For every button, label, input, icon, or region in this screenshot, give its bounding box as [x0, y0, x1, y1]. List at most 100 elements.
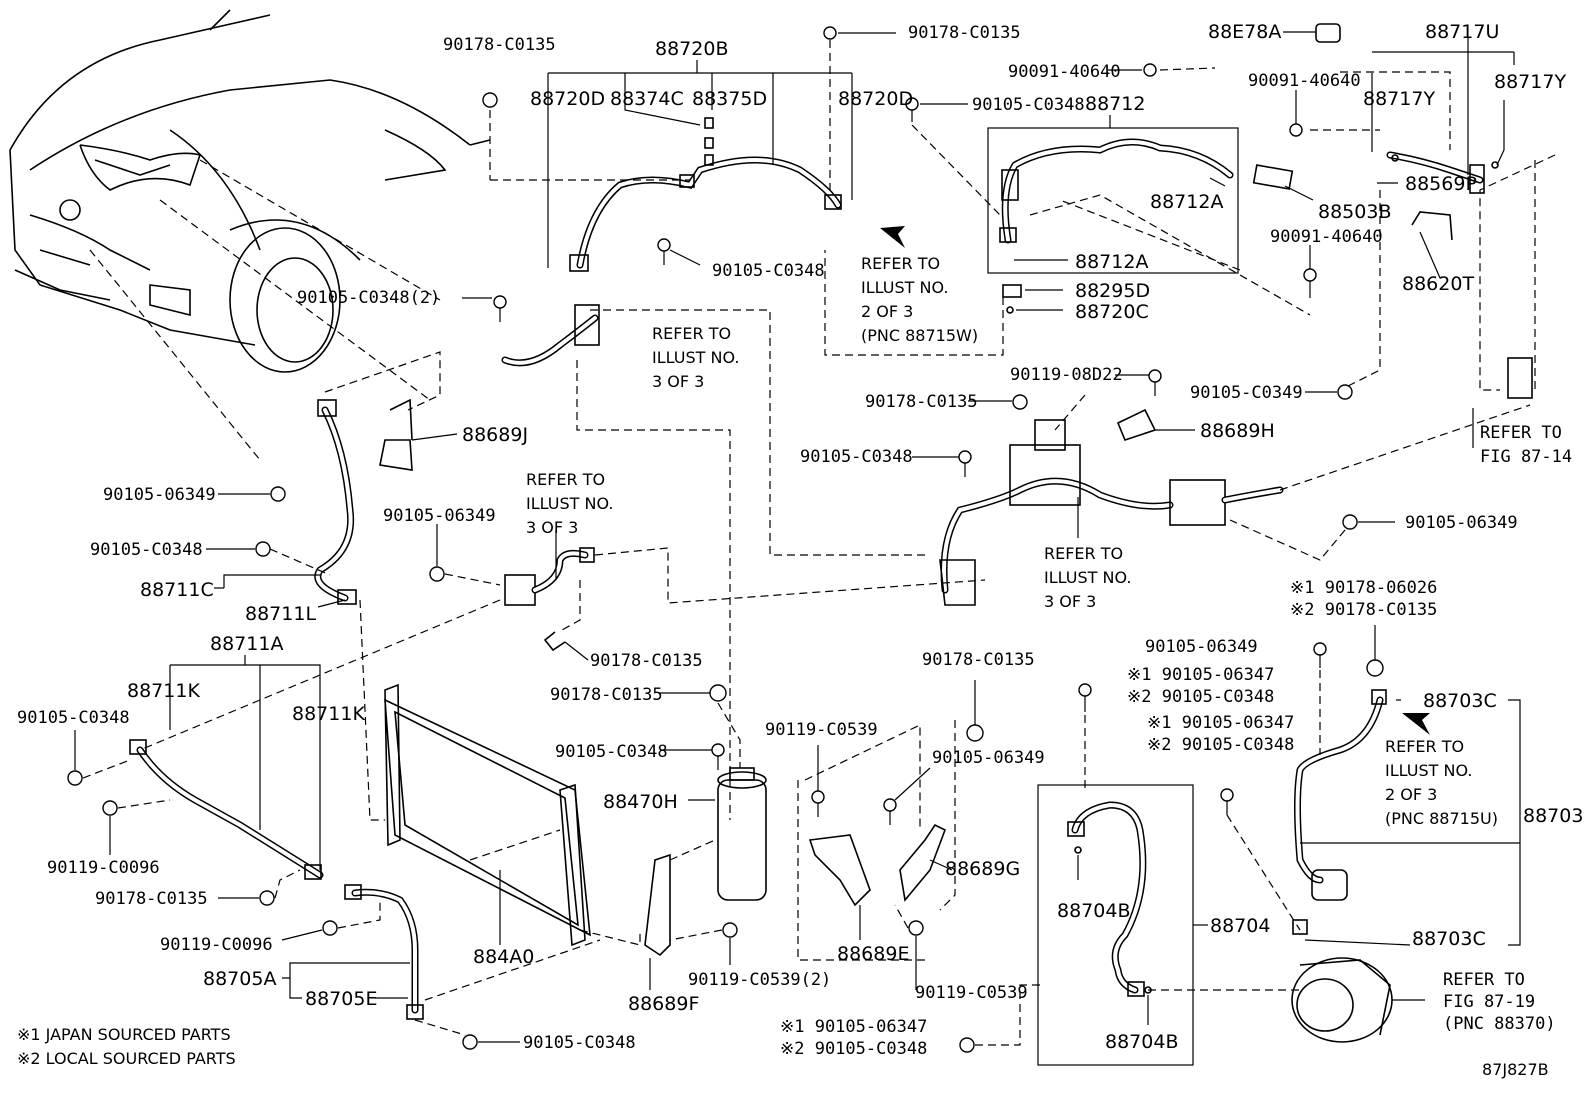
label-88705A: 88705A	[203, 968, 276, 990]
reference-note: REFER TO ILLUST NO. 3 OF 3	[1044, 544, 1131, 611]
label-88705E: 88705E	[305, 988, 377, 1010]
label-90105-C0348: 90105-C0348	[972, 95, 1085, 115]
label-90178-C0135: 90178-C0135	[550, 685, 663, 705]
svg-text:(PNC 88715U): (PNC 88715U)	[1385, 809, 1498, 828]
bolt-icon	[1078, 683, 1092, 712]
label-90105-06349: 90105-06349	[932, 748, 1045, 768]
bolt-icon	[711, 743, 725, 770]
label-884A0: 884A0	[473, 946, 534, 968]
hose-88712	[999, 138, 1234, 244]
label-90119-C0539-2: 90119-C0539(2)	[688, 970, 831, 990]
label-90178-C0135: 90178-C0135	[922, 650, 1035, 670]
label-88689H: 88689H	[1200, 420, 1275, 442]
label-90119-C0539: 90119-C0539	[765, 720, 878, 740]
label-90105-C0348-local: ※2 90105-C0348	[1147, 735, 1294, 755]
label-88720C: 88720C	[1075, 301, 1149, 323]
label-90105-C0348-2: 90105-C0348(2)	[297, 288, 440, 308]
bolt-icon	[462, 1034, 478, 1050]
label-88689F: 88689F	[628, 993, 699, 1015]
label-90178-C0135: 90178-C0135	[908, 23, 1021, 43]
assembly-box-88712	[987, 127, 1239, 274]
label-88470H: 88470H	[603, 791, 678, 813]
label-88374C: 88374C	[610, 88, 684, 110]
label-90178-06026-japan: ※1 90178-06026	[1290, 578, 1437, 598]
label-90105-06349: 90105-06349	[383, 506, 496, 526]
bolt-icon	[1342, 514, 1358, 530]
svg-text:FIG 87-14: FIG 87-14	[1480, 447, 1572, 467]
svg-text:ILLUST NO.: ILLUST NO.	[1385, 761, 1472, 780]
label-90105-C0348: 90105-C0348	[800, 447, 913, 467]
label-88720D: 88720D	[530, 88, 605, 110]
clamp-88295D	[1002, 284, 1022, 298]
reference-note: REFER TO FIG 87-19 (PNC 88370)	[1443, 970, 1556, 1034]
label-88503B: 88503B	[1318, 201, 1391, 223]
label-90105-C0348: 90105-C0348	[712, 261, 825, 281]
bolt-icon	[482, 92, 498, 108]
label-90105-C0348: 90105-C0348	[555, 742, 668, 762]
bolt-icon	[67, 770, 83, 786]
clip-icon	[543, 631, 566, 652]
label-90105-C0348-local: ※2 90105-C0348	[780, 1039, 927, 1059]
valve-assembly-center	[939, 419, 1284, 606]
svg-text:2 OF 3: 2 OF 3	[1385, 785, 1437, 804]
bracket-88689F	[644, 853, 671, 957]
cover-88503B	[1252, 164, 1294, 190]
label-90119-08D22: 90119-08D22	[1010, 365, 1123, 385]
pipe-88705A	[344, 884, 424, 1020]
svg-text:REFER TO: REFER TO	[1044, 544, 1123, 563]
vehicle-front-illustration	[9, 9, 491, 461]
label-90105-C0349: 90105-C0349	[1190, 383, 1303, 403]
svg-text:2 OF 3: 2 OF 3	[861, 302, 913, 321]
o-ring-88720C	[1006, 306, 1014, 314]
label-88704B: 88704B	[1057, 900, 1130, 922]
label-88704: 88704	[1210, 915, 1270, 937]
label-88720B: 88720B	[655, 38, 728, 60]
label-90119-C0539: 90119-C0539	[915, 983, 1028, 1003]
label-90119-C0096: 90119-C0096	[47, 858, 160, 878]
label-90178-C0135-local: ※2 90178-C0135	[1290, 600, 1437, 620]
label-90091-40640: 90091-40640	[1008, 62, 1121, 82]
hose-88703	[1292, 689, 1387, 935]
figure-code: 87J827B	[1482, 1060, 1549, 1079]
pipe-88717U	[1386, 151, 1485, 194]
footnote-local-sourced: ※2 LOCAL SOURCED PARTS	[17, 1049, 236, 1068]
bolt-icon	[322, 920, 338, 936]
label-90105-06349: 90105-06349	[1145, 637, 1258, 657]
svg-text:3 OF 3: 3 OF 3	[526, 518, 578, 537]
bolt-icon	[1337, 384, 1353, 400]
arrow-icon	[880, 226, 905, 248]
label-90178-C0135: 90178-C0135	[590, 651, 703, 671]
bolt-icon	[722, 922, 738, 938]
bolt-icon	[709, 684, 727, 702]
reference-note: REFER TO ILLUST NO. 2 OF 3 (PNC 88715U)	[1385, 737, 1498, 828]
label-90105-C0348: 90105-C0348	[90, 540, 203, 560]
label-90091-40640: 90091-40640	[1270, 227, 1383, 247]
bolt-icon	[1148, 369, 1162, 396]
label-90105-06347-japan: ※1 90105-06347	[1127, 665, 1274, 685]
label-90178-C0135: 90178-C0135	[865, 392, 978, 412]
label-90119-C0096: 90119-C0096	[160, 935, 273, 955]
svg-text:REFER TO: REFER TO	[861, 254, 940, 273]
label-88711K: 88711K	[292, 703, 365, 725]
label-88620T: 88620T	[1402, 273, 1474, 295]
svg-text:REFER TO: REFER TO	[1480, 423, 1562, 443]
svg-text:3 OF 3: 3 OF 3	[652, 372, 704, 391]
bracket-88689E	[808, 834, 871, 907]
svg-text:REFER TO: REFER TO	[1443, 970, 1525, 990]
bolt-icon	[1289, 123, 1303, 137]
label-88703C: 88703C	[1412, 928, 1486, 950]
label-88689G: 88689G	[945, 858, 1020, 880]
label-90105-C0348: 90105-C0348	[523, 1033, 636, 1053]
label-88712A: 88712A	[1075, 251, 1148, 273]
reference-note: REFER TO FIG 87-14	[1480, 423, 1572, 467]
bolt-icon	[966, 724, 984, 742]
label-90105-06347-japan: ※1 90105-06347	[1147, 713, 1294, 733]
label-88720D: 88720D	[838, 88, 913, 110]
pipe-88711A	[129, 739, 324, 880]
label-90178-C0135: 90178-C0135	[95, 889, 208, 909]
bracket-center-top	[501, 304, 600, 367]
label-88E78A: 88E78A	[1208, 21, 1281, 43]
label-88717U: 88717U	[1425, 21, 1499, 43]
bolt-icon	[1303, 268, 1317, 298]
label-88717Y: 88717Y	[1363, 88, 1435, 110]
